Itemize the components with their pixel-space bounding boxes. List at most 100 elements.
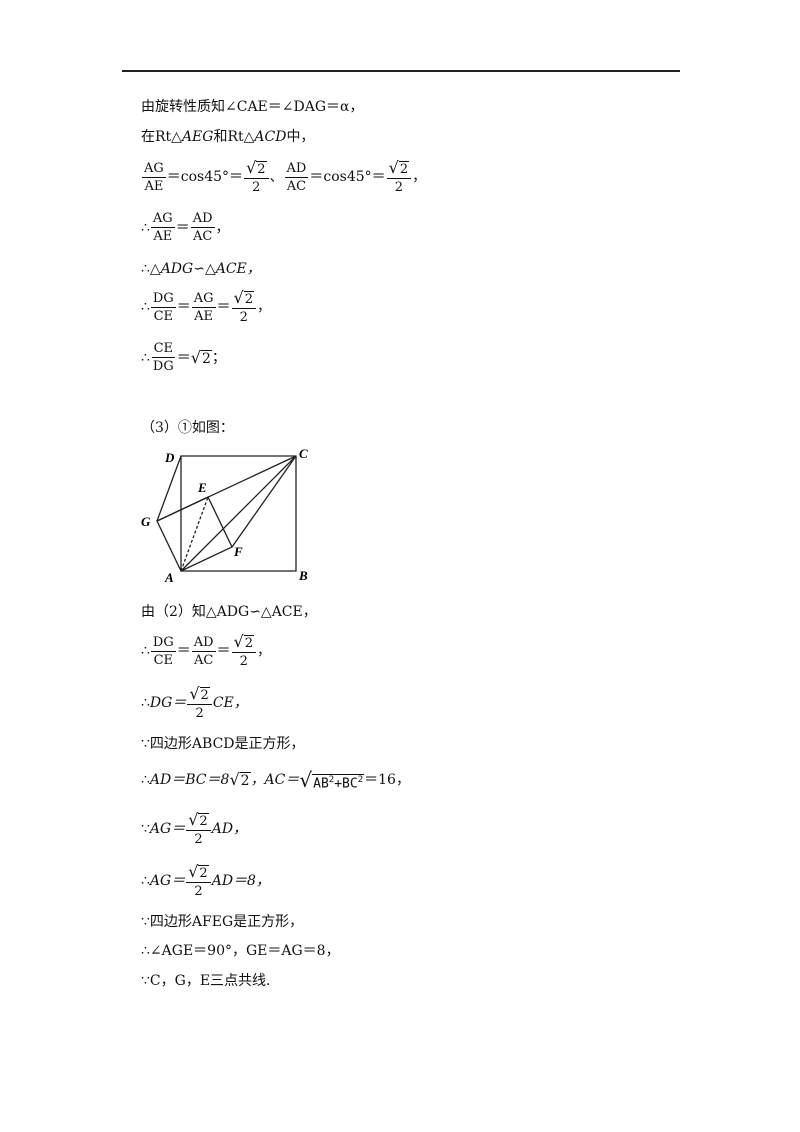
exp-2: 2 bbox=[357, 774, 364, 785]
line-angle-age: ∴∠AGE＝90°，GE＝AG＝8， bbox=[141, 944, 340, 958]
radicand: 2 bbox=[239, 772, 251, 789]
sqrt-2: √2 bbox=[188, 862, 209, 881]
radical-sign: √ bbox=[189, 684, 200, 703]
text-ad-8: AD＝8， bbox=[211, 873, 270, 889]
segment-ae-dashed bbox=[180, 496, 209, 572]
den-2: 2 bbox=[252, 180, 261, 195]
text-rotation: 由旋转性质知∠CAE＝∠DAG＝α， bbox=[141, 99, 364, 115]
den-2: 2 bbox=[194, 884, 203, 899]
text-rt1: Rt△ bbox=[155, 129, 182, 145]
text-from2: 由（2）知△ADG∽△ACE， bbox=[141, 604, 317, 620]
text-aeg: AEG bbox=[181, 129, 214, 145]
num-ce: CE bbox=[151, 341, 176, 358]
segment-fc bbox=[231, 455, 297, 548]
text-in: 在 bbox=[141, 129, 155, 145]
radicand: 2 bbox=[198, 813, 209, 829]
because-symbol: ∵ bbox=[141, 973, 150, 989]
den-ac: AC bbox=[286, 178, 307, 194]
therefore-symbol: ∴ bbox=[141, 349, 150, 366]
text-rt2: Rt△ bbox=[227, 129, 255, 145]
num-ag: AG bbox=[150, 211, 175, 228]
radicand: 2 bbox=[199, 687, 210, 703]
line-square-abcd: ∵四边形ABCD是正方形， bbox=[141, 737, 305, 751]
num-ad: AD bbox=[190, 211, 215, 228]
den-ce: CE bbox=[153, 308, 174, 324]
text-ab: AB bbox=[313, 776, 329, 791]
den-ae: AE bbox=[144, 178, 164, 194]
label-f: F bbox=[233, 544, 243, 559]
sqrt-2: √2 bbox=[229, 772, 251, 789]
label-b: B bbox=[298, 568, 308, 583]
radical-sign: √ bbox=[188, 862, 199, 881]
radical-sign: √ bbox=[246, 158, 257, 177]
text-similar: △ADG∽△ACE， bbox=[149, 261, 261, 277]
segment-gc bbox=[156, 455, 297, 522]
num-ad: AD bbox=[284, 160, 309, 178]
line-part3: （3）①如图： bbox=[141, 421, 234, 435]
text-eq: ＝ bbox=[176, 349, 191, 366]
den-ae: AE bbox=[153, 229, 173, 244]
text-bc: +BC bbox=[334, 776, 358, 791]
num-ad: AD bbox=[191, 634, 216, 652]
sqrt-2: √2 bbox=[234, 290, 254, 306]
text-cos45-2: ＝cos45°＝ bbox=[309, 169, 386, 185]
radicand: 2 bbox=[200, 349, 212, 367]
radicand: 2 bbox=[243, 291, 254, 307]
therefore-symbol: ∴ bbox=[141, 695, 150, 711]
therefore-symbol: ∴ bbox=[141, 219, 150, 236]
exp-2: 2 bbox=[328, 774, 335, 785]
text-cos45-1: ＝cos45°＝ bbox=[166, 169, 244, 185]
segment-ac bbox=[180, 455, 297, 572]
radicand: 2 bbox=[398, 161, 410, 177]
text-ad: AD， bbox=[211, 821, 248, 837]
sqrt-2: √2 bbox=[234, 634, 255, 651]
sqrt-2: √2 bbox=[191, 349, 212, 367]
text-dg-eq: DG＝ bbox=[149, 695, 187, 711]
den-2: 2 bbox=[195, 706, 204, 721]
text-square-afeg: 四边形AFEG是正方形， bbox=[149, 914, 304, 930]
because-symbol: ∵ bbox=[141, 821, 150, 837]
line-rotation: 由旋转性质知∠CAE＝∠DAG＝α， bbox=[141, 100, 363, 114]
text-ad-bc: AD＝BC＝8 bbox=[149, 772, 230, 788]
geometry-figure: D C E G F A B bbox=[141, 446, 308, 585]
radicand: 2 bbox=[256, 161, 267, 177]
sqrt-2: √2 bbox=[188, 810, 209, 829]
label-g: G bbox=[141, 514, 151, 529]
label-e: E bbox=[197, 480, 207, 495]
segment-gd bbox=[156, 455, 182, 522]
line-square-afeg: ∵四边形AFEG是正方形， bbox=[141, 915, 303, 929]
therefore-symbol: ∴ bbox=[141, 772, 150, 788]
therefore-symbol: ∴ bbox=[141, 299, 150, 315]
text-comma: ， bbox=[257, 299, 271, 315]
text-ce: CE， bbox=[212, 695, 248, 711]
label-c: C bbox=[299, 446, 308, 461]
den-ac: AC bbox=[192, 229, 213, 244]
because-symbol: ∵ bbox=[141, 736, 150, 752]
text-and: 和 bbox=[213, 129, 228, 145]
den-ae: AE bbox=[194, 308, 214, 324]
line-ad-bc-ac: ∴ AD＝BC＝8 √2 ，AC＝ √AB2+BC2 ＝16， bbox=[141, 770, 410, 790]
radicand: 2 bbox=[198, 865, 209, 881]
radicand: 2 bbox=[243, 635, 255, 651]
radical-sign: √ bbox=[188, 810, 199, 829]
text-comma: ， bbox=[412, 169, 427, 185]
text-semicolon: ； bbox=[211, 349, 226, 366]
text-ag-eq: AG＝ bbox=[149, 873, 186, 889]
square-afeg bbox=[156, 496, 233, 572]
text-eq: ＝ bbox=[175, 219, 190, 236]
